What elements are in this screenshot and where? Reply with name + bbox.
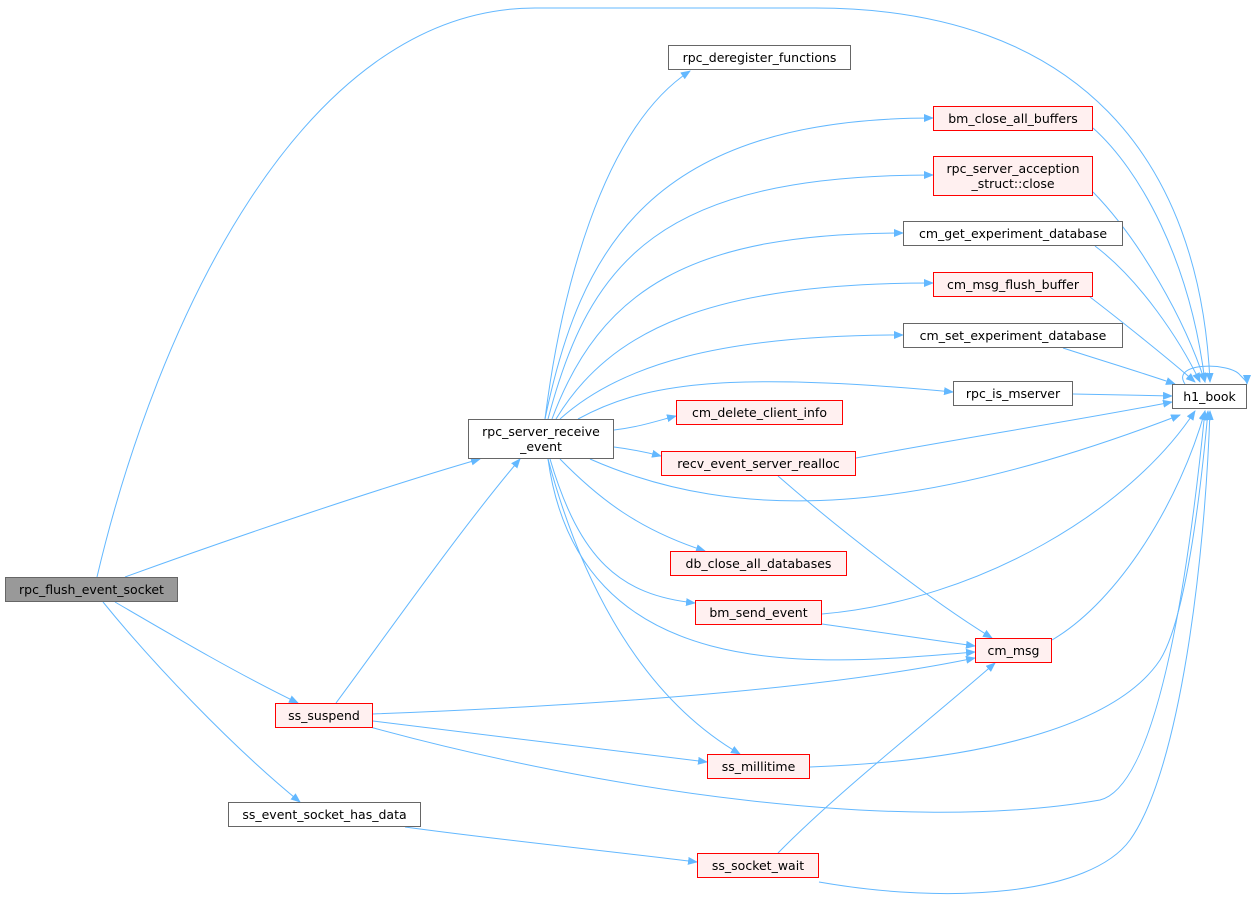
node-label: rpc_server_acception_struct::close xyxy=(946,161,1080,191)
edge-ss_millitime-to-h1_book xyxy=(809,410,1212,768)
node-recv_event_server_realloc[interactable]: recv_event_server_realloc xyxy=(661,451,856,476)
edge-rpc_server_receive_event-to-ss_millitime xyxy=(547,458,741,755)
node-label: bm_send_event xyxy=(709,605,808,620)
node-label: recv_event_server_realloc xyxy=(677,456,840,471)
edge-rpc_server_receive_event-to-cm_msg xyxy=(547,458,976,661)
edge-rpc_server_receive_event-to-rpc_server_acception_close xyxy=(547,171,934,420)
node-rpc_flush_event_socket: rpc_flush_event_socket xyxy=(5,577,178,602)
edge-ss_socket_wait-to-h1_book xyxy=(818,410,1214,895)
node-cm_msg_flush_buffer[interactable]: cm_msg_flush_buffer xyxy=(933,272,1093,297)
node-label: cm_get_experiment_database xyxy=(918,226,1108,241)
edge-rpc_server_receive_event-to-cm_msg_flush_buffer xyxy=(555,279,934,420)
edge-rpc_server_receive_event-to-bm_close_all_buffers xyxy=(544,114,934,420)
edge-cm_set_experiment_database-to-h1_book xyxy=(1062,347,1176,385)
node-cm_set_experiment_database[interactable]: cm_set_experiment_database xyxy=(903,323,1123,348)
node-label: ss_millitime xyxy=(721,759,796,774)
edge-rpc_server_receive_event-to-bm_send_event xyxy=(549,458,696,607)
edge-rpc_flush_event_socket-to-h1_book xyxy=(96,7,1214,578)
edge-cm_msg-to-h1_book xyxy=(1051,410,1207,641)
node-rpc_server_receive_event[interactable]: rpc_server_receive_event xyxy=(468,419,614,459)
node-label: ss_suspend xyxy=(288,708,360,723)
node-cm_msg[interactable]: cm_msg xyxy=(975,638,1052,663)
node-label: cm_msg xyxy=(987,643,1040,658)
edge-ss_suspend-to-ss_millitime xyxy=(372,720,708,765)
edge-bm_send_event-to-h1_book xyxy=(821,410,1196,615)
node-bm_close_all_buffers[interactable]: bm_close_all_buffers xyxy=(933,106,1093,131)
node-label: ss_event_socket_has_data xyxy=(242,807,407,822)
node-label: rpc_deregister_functions xyxy=(682,50,837,65)
edge-rpc_flush_event_socket-to-rpc_server_receive_event xyxy=(124,457,481,578)
edge-rpc_server_receive_event-to-cm_delete_client_info xyxy=(613,414,677,431)
node-label: cm_set_experiment_database xyxy=(919,328,1107,343)
node-rpc_deregister_functions[interactable]: rpc_deregister_functions xyxy=(668,45,851,70)
node-ss_event_socket_has_data[interactable]: ss_event_socket_has_data xyxy=(228,802,421,827)
node-label: db_close_all_databases xyxy=(685,556,832,571)
edge-rpc_server_receive_event-to-cm_get_experiment_database xyxy=(551,229,904,420)
node-label: rpc_flush_event_socket xyxy=(19,582,164,597)
node-ss_millitime[interactable]: ss_millitime xyxy=(707,754,810,779)
edge-recv_event_server_realloc-to-cm_msg xyxy=(777,475,993,639)
node-cm_get_experiment_database[interactable]: cm_get_experiment_database xyxy=(903,221,1123,246)
edge-rpc_server_receive_event-to-rpc_is_mserver xyxy=(577,381,954,420)
edge-h1_book-to-h1_book xyxy=(1182,365,1251,385)
node-label: cm_msg_flush_buffer xyxy=(947,277,1079,292)
node-h1_book[interactable]: h1_book xyxy=(1172,384,1247,409)
edge-cm_msg_flush_buffer-to-h1_book xyxy=(1089,296,1196,383)
edge-rpc_server_receive_event-to-rpc_deregister_functions xyxy=(544,70,691,420)
node-ss_suspend[interactable]: ss_suspend xyxy=(275,703,373,728)
node-label: cm_delete_client_info xyxy=(692,405,827,420)
node-cm_delete_client_info[interactable]: cm_delete_client_info xyxy=(676,400,843,425)
edge-rpc_server_receive_event-to-h1_book xyxy=(589,414,1181,502)
node-label: ss_socket_wait xyxy=(711,858,805,873)
node-rpc_is_mserver[interactable]: rpc_is_mserver xyxy=(953,381,1073,406)
edge-rpc_server_receive_event-to-recv_event_server_realloc xyxy=(613,446,662,458)
edge-recv_event_server_realloc-to-h1_book xyxy=(855,399,1173,459)
edge-ss_socket_wait-to-cm_msg xyxy=(777,662,996,854)
edge-ss_suspend-to-h1_book xyxy=(369,410,1209,813)
edge-rpc_server_receive_event-to-db_close_all_databases xyxy=(559,458,706,553)
node-label: h1_book xyxy=(1183,389,1236,404)
node-bm_send_event[interactable]: bm_send_event xyxy=(695,600,822,625)
edge-ss_suspend-to-rpc_server_receive_event xyxy=(335,458,521,704)
edge-bm_send_event-to-cm_msg xyxy=(821,623,976,649)
edge-ss_event_socket_has_data-to-ss_socket_wait xyxy=(404,826,698,865)
node-label: rpc_server_receive_event xyxy=(482,424,600,454)
edge-ss_suspend-to-cm_msg xyxy=(372,655,976,715)
edge-rpc_flush_event_socket-to-ss_suspend xyxy=(114,601,299,704)
node-label: rpc_is_mserver xyxy=(965,386,1061,401)
node-label: bm_close_all_buffers xyxy=(948,111,1078,126)
edge-bm_close_all_buffers-to-h1_book xyxy=(1092,127,1208,383)
edge-rpc_server_acception_close-to-h1_book xyxy=(1092,191,1207,383)
edge-rpc_flush_event_socket-to-ss_event_socket_has_data xyxy=(102,601,301,803)
node-ss_socket_wait[interactable]: ss_socket_wait xyxy=(697,853,819,878)
edge-rpc_is_mserver-to-h1_book xyxy=(1072,391,1173,400)
edge-cm_get_experiment_database-to-h1_book xyxy=(1094,245,1201,383)
node-rpc_server_acception_close[interactable]: rpc_server_acception_struct::close xyxy=(933,156,1093,196)
edge-rpc_server_receive_event-to-cm_set_experiment_database xyxy=(559,331,904,420)
node-db_close_all_databases[interactable]: db_close_all_databases xyxy=(670,551,847,576)
